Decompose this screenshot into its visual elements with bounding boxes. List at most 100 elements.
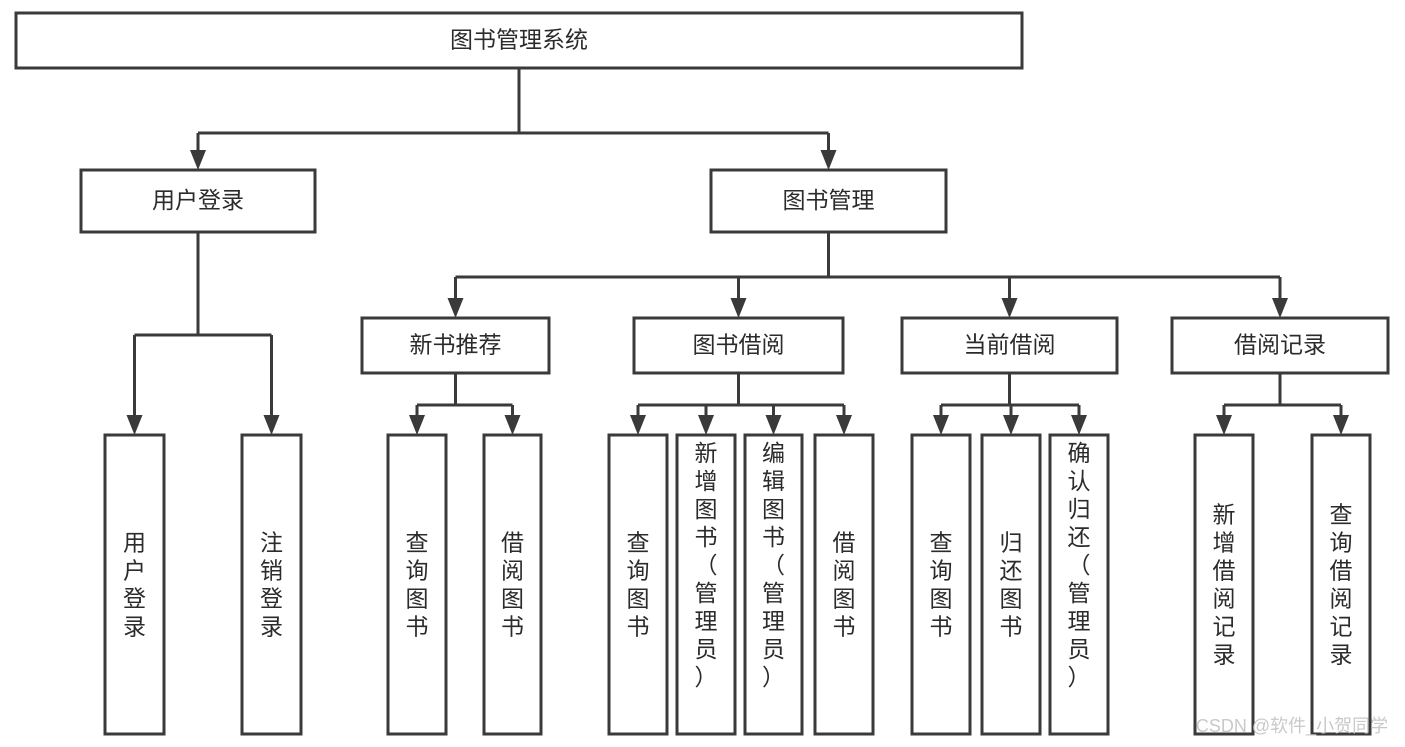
- level3-box[interactable]: [360, 316, 551, 375]
- level2-box[interactable]: [709, 168, 948, 234]
- leaf-box[interactable]: [1048, 433, 1110, 736]
- leaf-label-char: 图: [762, 496, 785, 522]
- leaf-label-char: 图: [1000, 586, 1023, 612]
- leaf-label-char: 查: [930, 530, 953, 556]
- leaf-label-char: 借: [1330, 558, 1353, 584]
- leaf-label-char: 书: [930, 614, 953, 640]
- level3-box[interactable]: [632, 316, 845, 375]
- leaf-label-char: 阅: [1213, 586, 1236, 612]
- leaf-label-char: 书: [1000, 614, 1023, 640]
- leaf-label-char: 借: [1213, 558, 1236, 584]
- leaf-label-char: 书: [695, 524, 718, 550]
- root-box[interactable]: [14, 11, 1024, 70]
- level2-box[interactable]: [79, 168, 317, 234]
- leaf-label-char: ）: [695, 664, 718, 690]
- arrow-head-icon: [409, 415, 425, 435]
- leaf-label-char: 登: [260, 586, 283, 612]
- level3-node[interactable]: 借阅记录: [1170, 316, 1390, 375]
- leaf-label-char: ）: [762, 664, 785, 690]
- leaf-label-char: 图: [930, 586, 953, 612]
- leaf-box[interactable]: [675, 433, 737, 736]
- leaf-label-char: 还: [1000, 558, 1023, 584]
- leaf-box[interactable]: [910, 433, 972, 736]
- arrow-head-icon: [126, 415, 143, 435]
- leaf-label-char: 询: [627, 558, 650, 584]
- leaf-label-char: 阅: [1330, 586, 1353, 612]
- leaf-label-char: 理: [762, 608, 785, 634]
- level3-label: 当前借阅: [964, 332, 1056, 358]
- leaf-box[interactable]: [743, 433, 804, 736]
- arrow-head-icon: [1071, 415, 1087, 435]
- arrow-head-icon: [698, 415, 714, 435]
- leaf-box[interactable]: [240, 433, 303, 736]
- leaf-box[interactable]: [607, 433, 669, 736]
- leaf-label-char: 借: [833, 530, 856, 556]
- level2-node[interactable]: 图书管理: [709, 168, 948, 234]
- leaf-label-char: 书: [762, 524, 785, 550]
- leaf-label-char: 书: [627, 614, 650, 640]
- leaf-box[interactable]: [980, 433, 1042, 736]
- level3-node[interactable]: 新书推荐: [360, 316, 551, 375]
- arrow-head-icon: [933, 415, 949, 435]
- connector-links: [126, 68, 1349, 435]
- leaf-label-char: 录: [1213, 642, 1236, 668]
- arrow-head-icon: [1272, 298, 1288, 318]
- leaf-box[interactable]: [103, 433, 166, 736]
- leaf-label-char: ）: [1068, 664, 1091, 690]
- leaf-label-char: 阅: [833, 558, 856, 584]
- root-node[interactable]: 图书管理系统: [14, 11, 1024, 70]
- leaf-label-char: 员: [1068, 636, 1091, 662]
- leaf-label-char: 管: [1068, 580, 1091, 606]
- diagram-nodes: 图书管理系统用户登录图书管理新书推荐图书借阅当前借阅借阅记录用户登录注销登录查询…: [14, 11, 1390, 736]
- leaf-label-char: 理: [695, 608, 718, 634]
- arrow-head-icon: [1003, 415, 1019, 435]
- leaf-box[interactable]: [1193, 433, 1255, 736]
- level3-box[interactable]: [1170, 316, 1390, 375]
- leaf-label-char: 员: [695, 636, 718, 662]
- level3-box[interactable]: [900, 316, 1119, 375]
- leaf-label-char: 录: [1330, 642, 1353, 668]
- leaf-label-char: 增: [695, 468, 718, 494]
- leaf-node[interactable]: 用户登录: [103, 433, 166, 736]
- level2-node[interactable]: 用户登录: [79, 168, 317, 234]
- leaf-label-char: （: [762, 552, 785, 578]
- level3-node[interactable]: 当前借阅: [900, 316, 1119, 375]
- leaf-box[interactable]: [1310, 433, 1372, 736]
- leaf-label-char: 用: [123, 530, 146, 556]
- leaf-label-char: 书: [833, 614, 856, 640]
- csdn-watermark: CSDN @软件_小贺同学: [1196, 716, 1388, 737]
- leaf-label-char: 图: [833, 586, 856, 612]
- leaf-label-char: 书: [501, 614, 524, 640]
- arrow-head-icon: [1333, 415, 1349, 435]
- leaf-label-char: 图: [695, 496, 718, 522]
- leaf-label-char: 录: [260, 614, 283, 640]
- level3-node[interactable]: 图书借阅: [632, 316, 845, 375]
- leaf-label-char: 编: [762, 440, 785, 466]
- leaf-box[interactable]: [386, 433, 448, 736]
- arrow-head-icon: [504, 415, 521, 435]
- arrow-head-icon: [447, 298, 464, 318]
- leaf-label-char: 员: [762, 636, 785, 662]
- leaf-label-char: 借: [501, 530, 524, 556]
- leaf-box[interactable]: [482, 433, 543, 736]
- leaf-label-char: 图: [501, 586, 524, 612]
- leaf-label-char: （: [695, 552, 718, 578]
- arrow-head-icon: [820, 150, 837, 170]
- leaf-box[interactable]: [813, 433, 875, 736]
- leaf-label-char: 询: [930, 558, 953, 584]
- leaf-label-char: 登: [123, 586, 146, 612]
